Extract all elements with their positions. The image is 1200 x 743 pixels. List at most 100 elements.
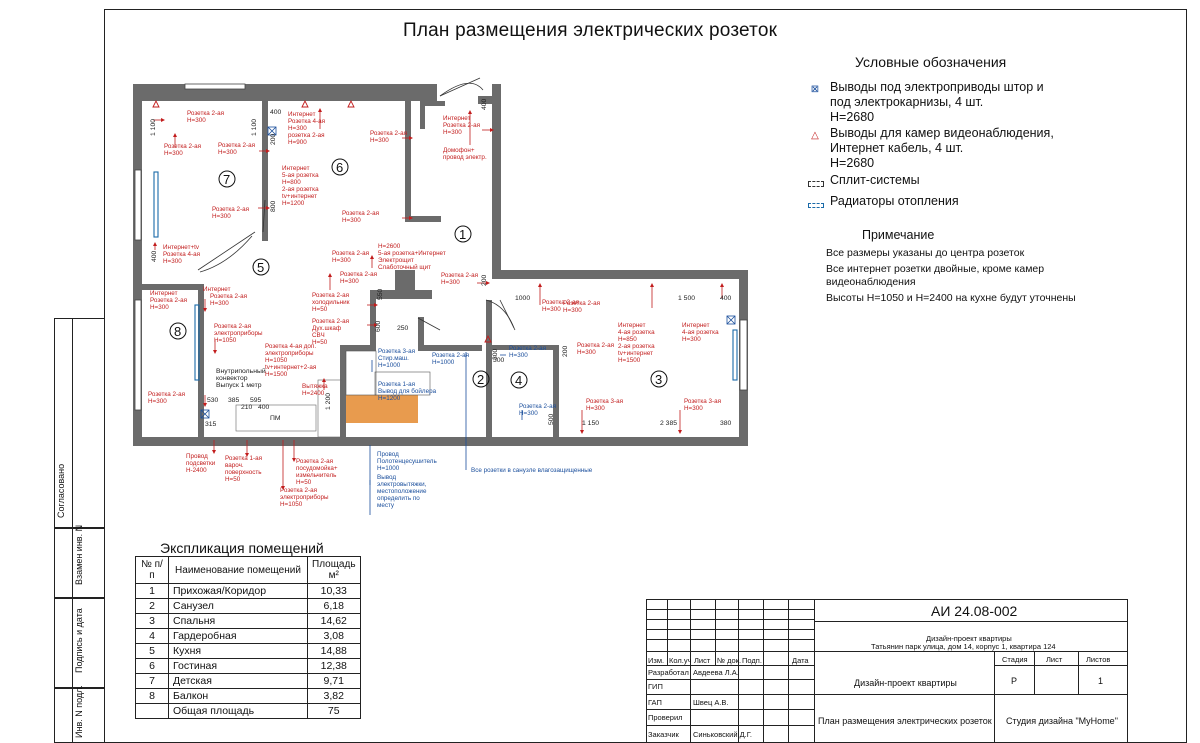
plan-label: 400 [151,250,158,262]
row-number: 1 [135,583,169,599]
plan-label: Домофон+ [443,147,475,154]
col-date: Дата [792,656,809,665]
plan-label: Розетка 2-ая [577,342,614,349]
plan-label: 1 100 [251,119,258,136]
plan-label: Розетка 2-ая [150,297,187,304]
plan-label: 400 [481,98,488,110]
row-number: 6 [135,658,169,674]
plan-label: 1 100 [150,119,157,136]
plan-label: Розетка 2-ая [542,299,579,306]
col-count: Кол.уч [669,656,692,665]
plan-label: Розетка 2-ая [340,271,377,278]
plan-label: H=300 [148,398,167,405]
plan-label: Розетка 2-ая [218,142,255,149]
plan-label: H=900 [288,139,307,146]
row-number: 2 [135,598,169,614]
plan-label: 380 [720,420,732,427]
stage-value: Р [1011,676,1018,686]
note-3: Высоты H=1050 и H=2400 на кухне будут ут… [826,292,1076,304]
project-name: Дизайн-проект квартиры [926,634,1012,643]
plan-label: Интернет [288,111,316,118]
plan-label: Провод [186,453,208,460]
plan-label: Розетка 1-ая [378,381,415,388]
plan-label: Розетка 2-ая [312,318,349,325]
row-room-name: Прихожая/Коридор [168,583,308,599]
name-developer: Авдеева Л.А. [693,668,739,677]
plan-label: Розетка 2-ая [296,458,333,465]
plan-label: 800 [270,200,277,212]
plan-label: 5-ая розетка [282,172,319,179]
plan-label: Розетка 1-ая [225,455,262,462]
plan-label: месту [377,502,395,509]
plan-label: H=1000 [378,362,401,369]
sheets-label: Листов [1086,655,1111,664]
notes: Все размеры указаны до центра розеток Вс… [826,247,1096,308]
explication-table: № п/п Наименование помещений Площадь м² … [135,556,361,719]
room-3: 3 [655,372,662,387]
windows [134,83,748,411]
plan-label: Розетка 2-ая [370,130,407,137]
plan-label: 4-ая розетка [618,329,655,336]
plan-label: 200 [481,274,488,286]
plan-label: поверхность [225,469,262,476]
col-room-name: Наименование помещений [168,556,308,584]
plan-label: Полотенцесушитель [377,458,437,465]
row-room-name: Санузел [168,598,308,614]
plan-label: Розетка 2-ая [312,292,349,299]
row-number: 7 [135,673,169,689]
row-room-name: Спальня [168,613,308,629]
plan-label: 595 [250,397,262,404]
row-room-name: Детская [168,673,308,689]
plan-label: H=50 [225,476,241,483]
room-5: 5 [257,260,264,275]
plan-label: tv+интернет [618,350,653,357]
plan-label: H=50 [312,306,328,313]
row-area: 10,33 [307,583,361,599]
plan-label: Вывод для бойлера [378,387,437,395]
plan-label: H=300 [586,405,605,412]
col-sheet: Лист [694,656,711,665]
curtain-drive-outlet-icon: ⊠ [810,84,820,95]
note-1: Все размеры указаны до центра розеток [826,247,1025,259]
plan-label: 400 [720,295,732,302]
row-number: 3 [135,613,169,629]
plan-label: Розетка 3-ая [378,348,415,355]
plan-label: Вытяжка [302,383,328,390]
plan-label: Розетка 2-ая [148,391,185,398]
plan-label: H=850 [618,336,637,343]
plan-label: 1 500 [678,295,695,302]
plan-label: Все розетки в санузле влагозащищенные [471,467,593,474]
plan-label: Розетка 2-ая [443,122,480,129]
bath-markers [369,352,523,515]
plan-label: Дух.шкаф [312,325,341,332]
plan-label: H=1050 [214,337,237,344]
plan-label: вароч. [225,462,244,469]
plan-label: 250 [397,325,409,332]
plan-label: Розетка 4-ая [288,118,325,125]
col-doc: № док. [717,656,742,665]
plan-label: tv+интернет+2-ая [265,364,316,371]
role-customer: Заказчик [648,730,679,739]
plan-label: 2-ая розетка [618,343,655,350]
plan-label: Розетка 2-ая [214,323,251,330]
plan-label: Слаботочный щит [378,263,431,271]
row-area: 14,62 [307,613,361,629]
camera-outlet-icon [152,99,492,343]
row-room-name: Гостиная [168,658,308,674]
col-number: № п/п [135,556,169,584]
room-2: 2 [477,372,484,387]
row-room-name: Гардеробная [168,628,308,644]
wardrobe-labels: Розетка 2-аяH=300 Розетка 2-аяH=300 [509,345,556,417]
row-room-name: Балкон [168,688,308,704]
plan-label: H=2400 [302,390,325,397]
row-number: 8 [135,688,169,704]
plan-label: конвектор [216,375,248,382]
design-label: Дизайн-проект квартиры [854,678,957,688]
row-room-name: Кухня [168,643,308,659]
plan-label: Розетка 2-ая [332,250,369,257]
plan-label: H=50 [312,339,328,346]
